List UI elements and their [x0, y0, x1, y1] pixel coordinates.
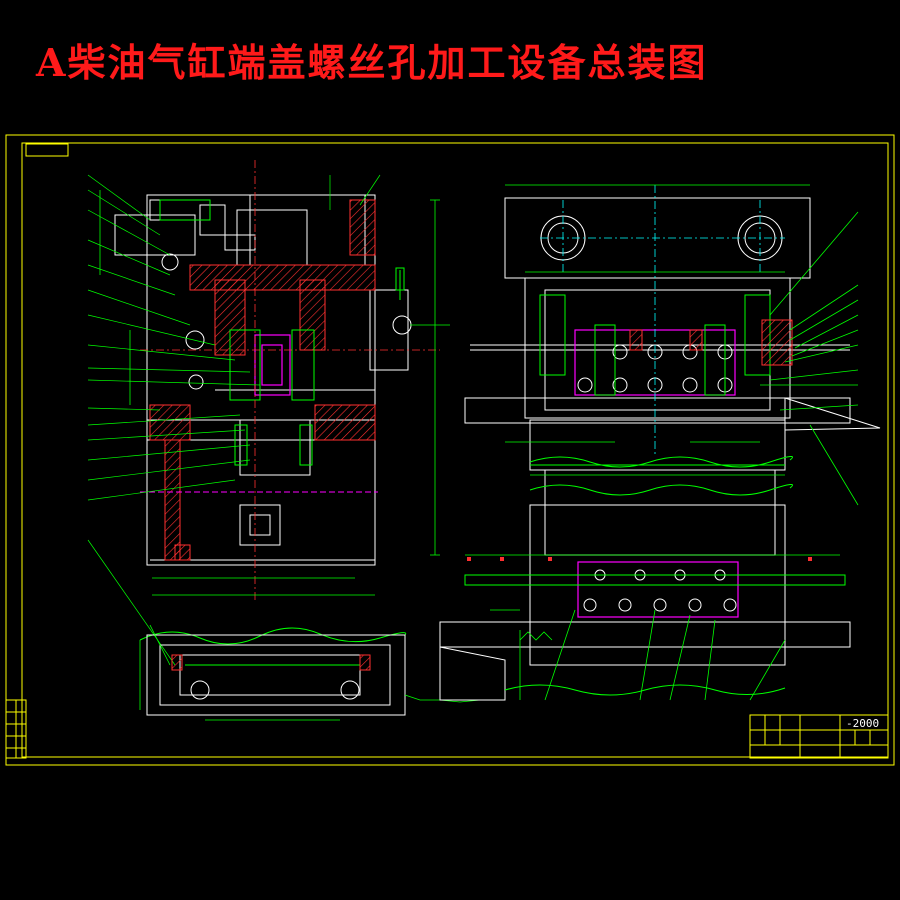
- front-view: [87, 160, 450, 666]
- side-view: [439, 184, 881, 701]
- drawing-frame: [5, 134, 895, 766]
- revision-strip: [5, 699, 27, 759]
- drawing-title: A柴油气缸端盖螺丝孔加工设备总装图: [36, 40, 708, 85]
- plan-view: [139, 624, 481, 721]
- title-block: [749, 714, 889, 759]
- title-block-drawing-number: -2000: [846, 717, 879, 730]
